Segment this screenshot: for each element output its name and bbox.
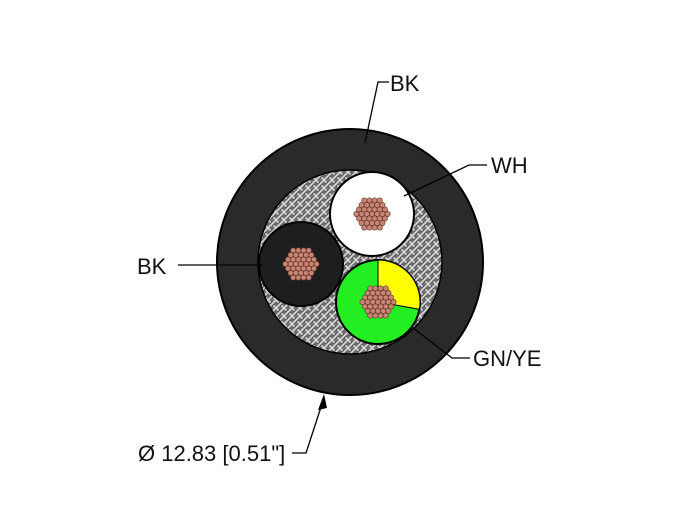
copper-strand [308, 252, 315, 258]
copper-strand [382, 285, 389, 292]
copper-strand [376, 197, 383, 204]
copper-strand [313, 261, 320, 267]
copper-strand [361, 224, 368, 231]
copper-strand [300, 274, 307, 281]
copper-strand [305, 247, 312, 254]
copper-strand [311, 265, 317, 272]
copper-strand [379, 202, 386, 208]
copper-strand [308, 270, 315, 276]
copper-strand [382, 312, 389, 319]
label-diameter: Ø 12.83 [0.51"] [138, 441, 285, 466]
leader-lines [178, 81, 487, 454]
copper-strand [388, 303, 394, 310]
copper-strand [390, 299, 397, 305]
copper-strand [377, 312, 384, 319]
conductor-black [258, 221, 344, 307]
copper-strand [385, 308, 392, 314]
copper-strand [385, 290, 392, 296]
copper-strand [379, 220, 386, 226]
copper-strands-white [353, 197, 391, 231]
copper-strands-black [282, 247, 320, 281]
copper-strand [376, 224, 383, 231]
copper-strand [372, 312, 379, 319]
copper-strand [382, 206, 388, 213]
copper-strand [384, 211, 391, 217]
copper-strand [311, 256, 317, 263]
copper-strand [295, 274, 302, 281]
leader-jacket-bk [364, 81, 389, 144]
label-jacket-bk: BK [390, 71, 420, 96]
label-gnye: GN/YE [473, 346, 541, 371]
label-wh: WH [491, 153, 528, 178]
copper-strand [290, 274, 297, 281]
conductor-white [329, 171, 415, 257]
label-bk: BK [137, 254, 167, 279]
leader-diameter [292, 403, 323, 454]
leader-wh [403, 164, 487, 197]
copper-strand [382, 215, 388, 222]
diameter-arrowhead [318, 394, 327, 410]
copper-strand [367, 312, 374, 319]
conductor-ground [335, 259, 421, 345]
copper-strand [366, 224, 373, 231]
leader-gnye [411, 326, 470, 359]
copper-strand [305, 274, 312, 281]
copper-strand [388, 294, 394, 301]
copper-strand [371, 224, 378, 231]
copper-strands-ground [359, 285, 397, 319]
